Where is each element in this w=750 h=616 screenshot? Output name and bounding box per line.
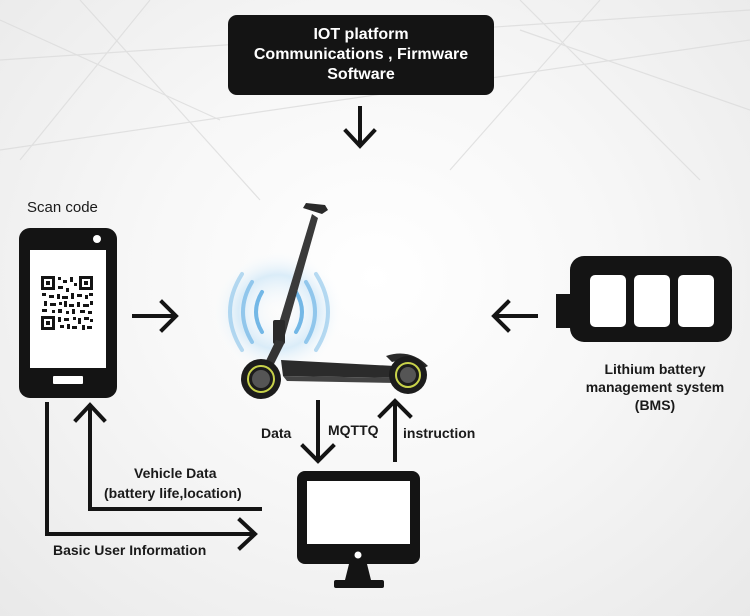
data-label: Data: [261, 425, 292, 441]
scan-code-label: Scan code: [27, 199, 98, 216]
arrow-battery-to-scooter: [491, 299, 538, 333]
vehicle-data-label-line1: Vehicle Data: [134, 465, 217, 481]
basic-user-info-label: Basic User Information: [53, 542, 207, 558]
bms-label-line2: management system: [585, 379, 725, 395]
arrow-vehicle-data-to-phone: [73, 402, 262, 511]
bms-label-line3: (BMS): [634, 397, 676, 413]
arrow-data-down: [300, 400, 336, 464]
wireless-signal-icon: [212, 250, 344, 374]
battery-icon: [556, 256, 732, 342]
arrow-phone-to-scooter: [132, 299, 179, 333]
arrow-iot-down: [343, 106, 377, 149]
electric-scooter-icon: [241, 203, 428, 399]
qr-code-icon: [40, 275, 94, 331]
arrow-instruction-up: [377, 398, 413, 462]
iot-box-line-3: Software: [327, 66, 395, 83]
iot-platform-box: IOT platform Communications , Firmware S…: [228, 15, 494, 95]
arrow-user-info-to-monitor: [45, 402, 258, 551]
vehicle-data-label-line2: (battery life,location): [104, 485, 242, 501]
iot-box-line-1: IOT platform: [313, 26, 409, 43]
desktop-monitor-icon: [297, 471, 420, 588]
bms-label-line1: Lithium battery: [604, 361, 706, 377]
iot-box-line-2: Communications , Firmware: [253, 46, 469, 63]
bms-label: Lithium battery management system (BMS): [560, 360, 750, 414]
mqttq-label: MQTTQ: [328, 422, 379, 438]
instruction-label: instruction: [403, 425, 476, 441]
